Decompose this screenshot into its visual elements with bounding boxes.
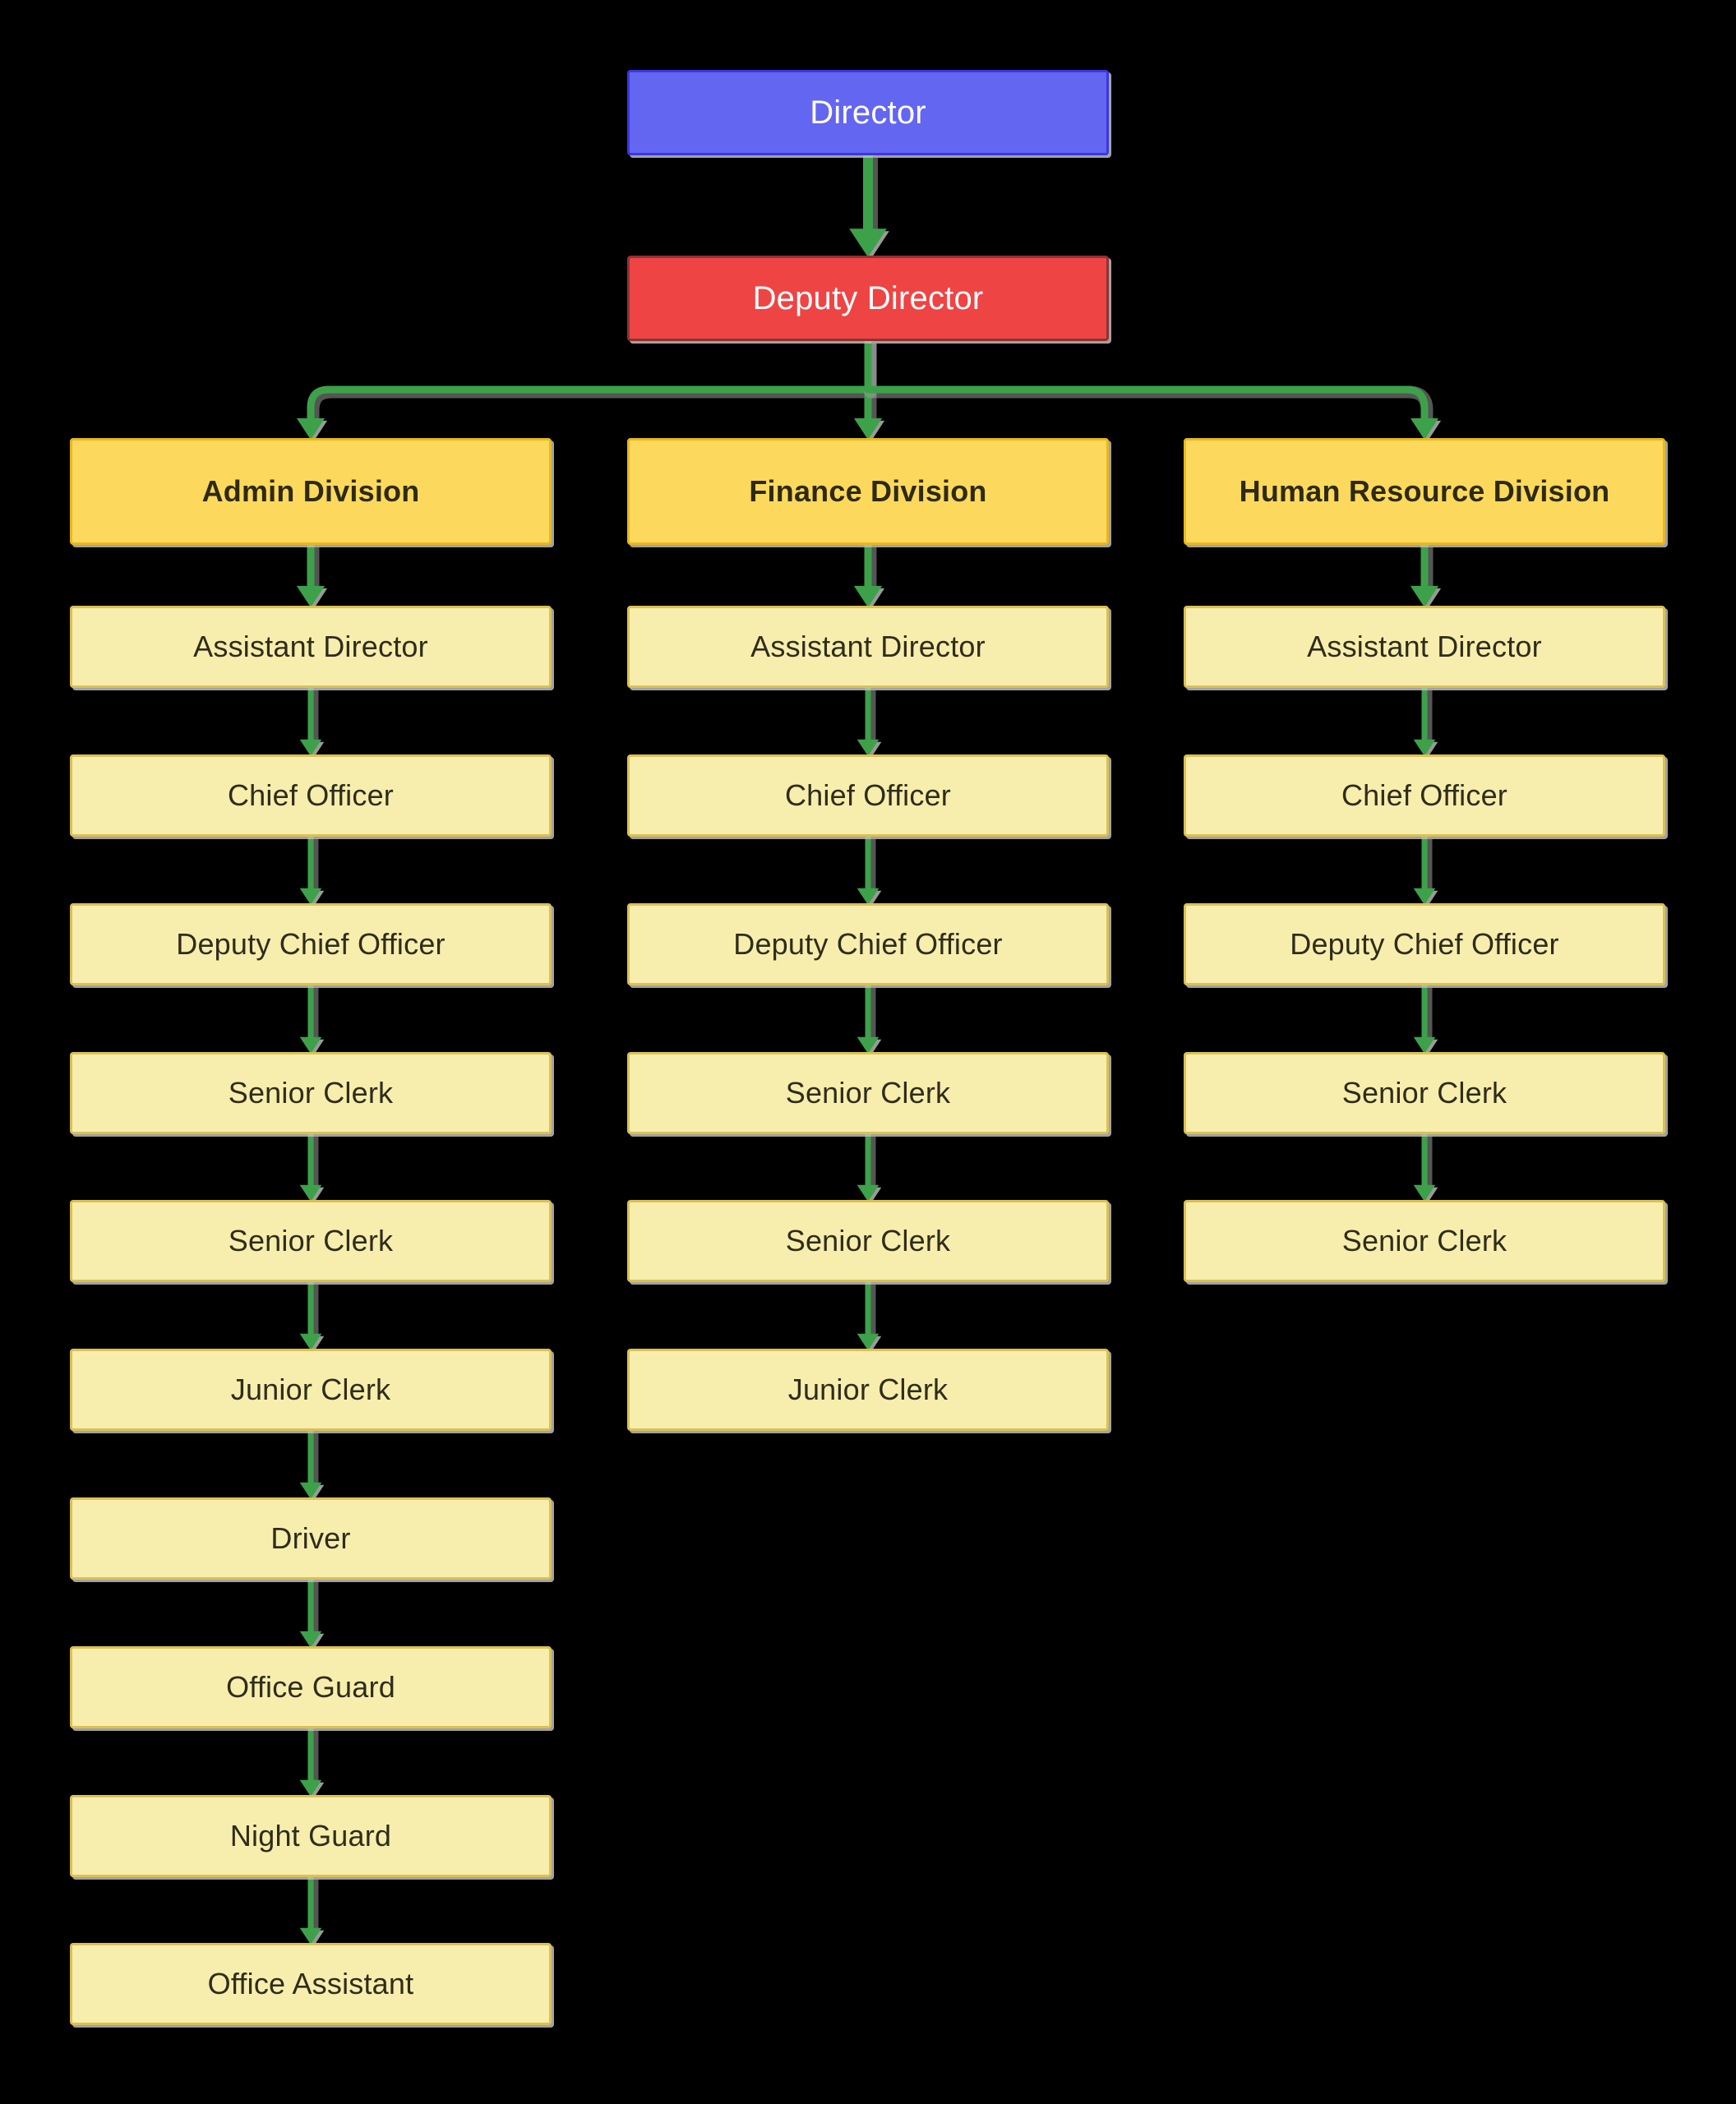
org-node-hr-division[interactable]: Human Resource Division bbox=[1184, 438, 1665, 545]
org-node-label: Deputy Chief Officer bbox=[733, 927, 1003, 962]
org-node-label: Deputy Chief Officer bbox=[1290, 927, 1559, 962]
org-node-label: Senior Clerk bbox=[1341, 1224, 1507, 1258]
org-node-label: Director bbox=[810, 95, 926, 131]
org-node-finance-sc1[interactable]: Senior Clerk bbox=[627, 1052, 1109, 1134]
org-node-label: Chief Officer bbox=[784, 778, 951, 813]
org-node-hr-dco[interactable]: Deputy Chief Officer bbox=[1184, 903, 1665, 985]
org-node-admin-ad[interactable]: Assistant Director bbox=[70, 606, 552, 688]
org-node-label: Senior Clerk bbox=[785, 1224, 951, 1258]
org-node-finance-jc[interactable]: Junior Clerk bbox=[627, 1349, 1109, 1431]
org-node-admin-oa[interactable]: Office Assistant bbox=[70, 1943, 552, 2025]
org-node-label: Chief Officer bbox=[1341, 778, 1507, 813]
org-node-label: Assistant Director bbox=[1307, 630, 1542, 664]
org-node-hr-sc2[interactable]: Senior Clerk bbox=[1184, 1200, 1665, 1282]
org-node-finance-dco[interactable]: Deputy Chief Officer bbox=[627, 903, 1109, 985]
org-node-label: Chief Officer bbox=[227, 778, 394, 813]
org-node-label: Human Resource Division bbox=[1239, 474, 1610, 509]
org-node-admin-sc2[interactable]: Senior Clerk bbox=[70, 1200, 552, 1282]
org-node-label: Senior Clerk bbox=[228, 1076, 394, 1110]
org-node-admin-co[interactable]: Chief Officer bbox=[70, 754, 552, 837]
org-node-admin-jc[interactable]: Junior Clerk bbox=[70, 1349, 552, 1431]
org-node-finance-ad[interactable]: Assistant Director bbox=[627, 606, 1109, 688]
org-node-label: Office Guard bbox=[226, 1670, 395, 1705]
org-node-finance-co[interactable]: Chief Officer bbox=[627, 754, 1109, 837]
org-node-label: Junior Clerk bbox=[230, 1373, 391, 1407]
org-node-label: Admin Division bbox=[201, 474, 420, 509]
org-node-finance-sc2[interactable]: Senior Clerk bbox=[627, 1200, 1109, 1282]
org-node-label: Senior Clerk bbox=[228, 1224, 394, 1258]
org-node-hr-co[interactable]: Chief Officer bbox=[1184, 754, 1665, 837]
org-node-label: Finance Division bbox=[749, 474, 987, 509]
org-node-label: Senior Clerk bbox=[1341, 1076, 1507, 1110]
org-node-admin-og[interactable]: Office Guard bbox=[70, 1646, 552, 1728]
org-node-label: Junior Clerk bbox=[787, 1373, 949, 1407]
org-node-hr-sc1[interactable]: Senior Clerk bbox=[1184, 1052, 1665, 1134]
org-node-hr-ad[interactable]: Assistant Director bbox=[1184, 606, 1665, 688]
org-node-admin-dco[interactable]: Deputy Chief Officer bbox=[70, 903, 552, 985]
org-node-finance-division[interactable]: Finance Division bbox=[627, 438, 1109, 545]
org-node-admin-driver[interactable]: Driver bbox=[70, 1497, 552, 1580]
org-node-label: Deputy Chief Officer bbox=[176, 927, 446, 962]
org-node-label: Assistant Director bbox=[750, 630, 986, 664]
org-node-admin-sc1[interactable]: Senior Clerk bbox=[70, 1052, 552, 1134]
org-node-admin-ng[interactable]: Night Guard bbox=[70, 1795, 552, 1877]
org-node-director[interactable]: Director bbox=[627, 70, 1109, 155]
org-node-label: Senior Clerk bbox=[785, 1076, 951, 1110]
org-node-label: Driver bbox=[270, 1521, 351, 1556]
org-node-label: Night Guard bbox=[229, 1819, 392, 1853]
org-node-deputy-director[interactable]: Deputy Director bbox=[627, 256, 1109, 341]
org-node-admin-division[interactable]: Admin Division bbox=[70, 438, 552, 545]
org-node-label: Deputy Director bbox=[752, 280, 984, 316]
org-node-label: Office Assistant bbox=[207, 1967, 414, 2001]
org-node-label: Assistant Director bbox=[193, 630, 428, 664]
